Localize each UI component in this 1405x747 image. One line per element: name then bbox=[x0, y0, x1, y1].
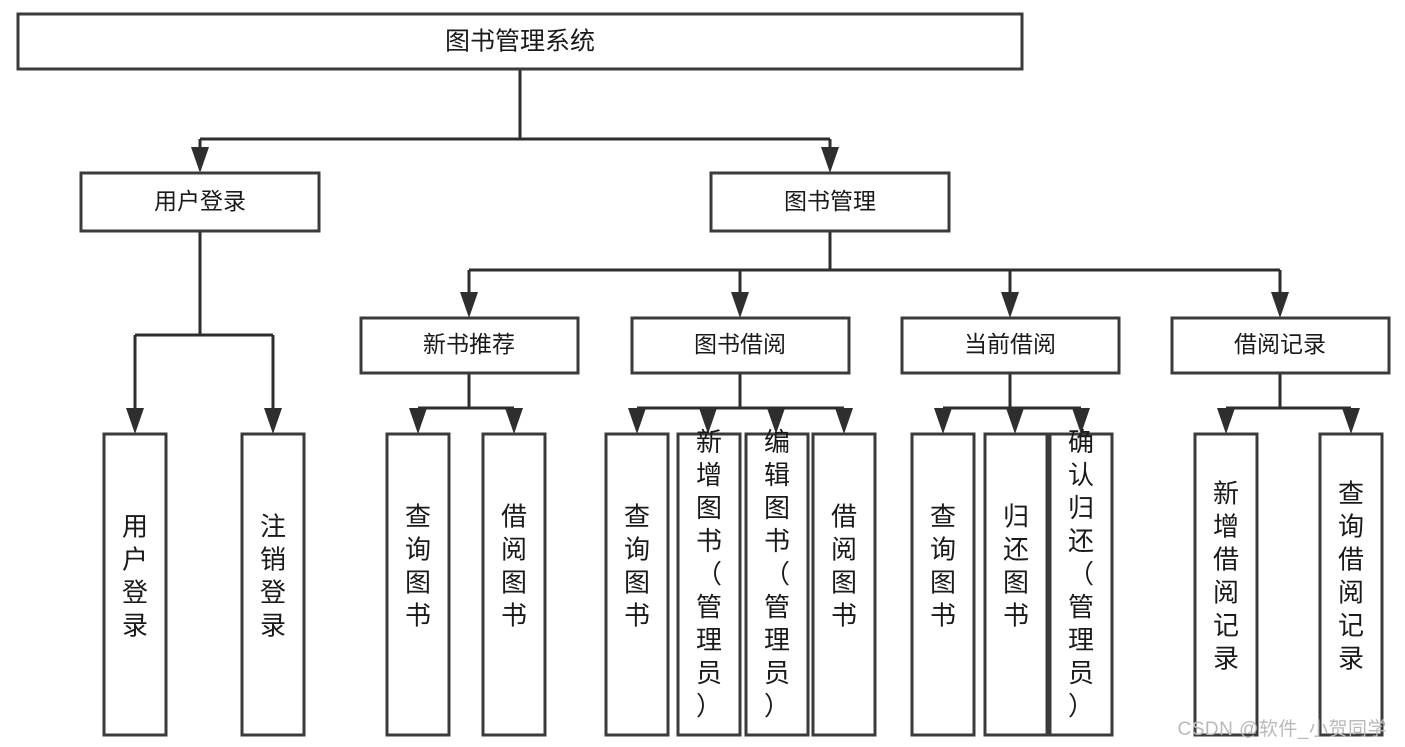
node-new-book-rec[interactable]: 新书推荐 bbox=[359, 316, 580, 375]
node-book-borrow[interactable]: 图书借阅 bbox=[630, 316, 851, 375]
node-leaf-confirm-return-box bbox=[1048, 432, 1114, 737]
node-leaf-query-record-label: 查询借阅记录 bbox=[1338, 479, 1364, 674]
node-leaf-add-record-box bbox=[1193, 432, 1259, 737]
arrowhead-to-leaf-query-record bbox=[1342, 408, 1360, 434]
node-leaf-user-login[interactable]: 用户登录 bbox=[102, 432, 168, 737]
node-leaf-return-book-label: 归还图书 bbox=[1003, 502, 1029, 631]
node-root-label: 图书管理系统 bbox=[445, 28, 595, 56]
node-leaf-query-book-2-label: 查询图书 bbox=[624, 502, 650, 631]
arrowhead-to-current-borrow bbox=[1001, 292, 1019, 318]
node-leaf-borrow-book-2-label: 借阅图书 bbox=[831, 502, 857, 631]
node-root[interactable]: 图书管理系统 bbox=[16, 12, 1024, 71]
node-leaf-query-book-2-box bbox=[604, 432, 670, 737]
node-leaf-query-record[interactable]: 查询借阅记录 bbox=[1318, 432, 1384, 737]
node-book-borrow-box bbox=[630, 316, 851, 375]
node-user-login-box bbox=[79, 171, 321, 233]
node-book-manage-label: 图书管理 bbox=[784, 188, 876, 214]
edge-currentborrow-bus bbox=[941, 373, 1083, 414]
node-leaf-edit-book-box bbox=[744, 432, 810, 737]
node-leaf-edit-book-label: 编辑图书（管理员） bbox=[764, 427, 790, 721]
node-leaf-add-book-label: 新增图书（管理员） bbox=[696, 427, 722, 721]
node-leaf-query-book-1[interactable]: 查询图书 bbox=[385, 432, 451, 737]
edge-root-bus bbox=[198, 69, 832, 160]
node-leaf-query-book-1-box bbox=[385, 432, 451, 737]
node-leaf-return-book-box bbox=[983, 432, 1049, 737]
node-user-login[interactable]: 用户登录 bbox=[79, 171, 321, 233]
arrowhead-to-leaf-query-book-1 bbox=[409, 408, 427, 434]
node-leaf-query-book-2[interactable]: 查询图书 bbox=[604, 432, 670, 737]
node-leaf-confirm-return-label: 确认归还（管理员） bbox=[1068, 427, 1094, 721]
node-current-borrow[interactable]: 当前借阅 bbox=[900, 316, 1121, 375]
node-borrow-record-box bbox=[1170, 316, 1391, 375]
node-leaf-edit-book[interactable]: 编辑图书（管理员） bbox=[744, 427, 810, 737]
node-leaf-borrow-book-1-label: 借阅图书 bbox=[501, 502, 527, 631]
node-leaf-add-record-label: 新增借阅记录 bbox=[1213, 479, 1239, 674]
node-current-borrow-label: 当前借阅 bbox=[964, 331, 1056, 357]
edge-newbookrec-bus bbox=[416, 373, 516, 414]
node-leaf-query-book-1-label: 查询图书 bbox=[405, 502, 431, 631]
arrowhead-to-leaf-query-book-2 bbox=[628, 408, 646, 434]
node-borrow-record[interactable]: 借阅记录 bbox=[1170, 316, 1391, 375]
arrowhead-to-leaf-add-book bbox=[699, 408, 717, 434]
node-leaf-logout-label: 注销登录 bbox=[260, 512, 286, 641]
arrowhead-to-leaf-borrow-book-1 bbox=[505, 408, 523, 434]
arrowhead-to-leaf-query-book-3 bbox=[934, 408, 952, 434]
node-leaf-borrow-book-2-box bbox=[811, 432, 877, 737]
arrowhead-to-leaf-borrow-book-2 bbox=[835, 408, 853, 434]
node-leaf-query-book-3-label: 查询图书 bbox=[930, 502, 956, 631]
node-leaf-user-login-box bbox=[102, 432, 168, 737]
node-new-book-rec-label: 新书推荐 bbox=[423, 331, 515, 357]
node-book-manage[interactable]: 图书管理 bbox=[709, 171, 951, 233]
edge-userlogin-bus bbox=[133, 231, 275, 412]
node-leaf-query-book-3-box bbox=[910, 432, 976, 737]
node-leaf-user-login-label: 用户登录 bbox=[122, 512, 148, 641]
arrowhead-to-leaf-edit-book bbox=[767, 408, 785, 434]
node-leaf-return-book[interactable]: 归还图书 bbox=[983, 432, 1049, 737]
node-user-login-label: 用户登录 bbox=[154, 188, 246, 214]
node-leaf-add-book[interactable]: 新增图书（管理员） bbox=[676, 427, 742, 737]
arrowhead-to-leaf-add-record bbox=[1217, 408, 1235, 434]
arrowhead-to-leaf-logout bbox=[264, 408, 282, 434]
arrowhead-to-leaf-confirm-return bbox=[1072, 408, 1090, 434]
node-leaf-add-record[interactable]: 新增借阅记录 bbox=[1193, 432, 1259, 737]
node-leaf-borrow-book-1-box bbox=[481, 432, 547, 737]
node-leaf-add-book-box bbox=[676, 432, 742, 737]
node-borrow-record-label: 借阅记录 bbox=[1234, 331, 1326, 357]
node-leaf-logout[interactable]: 注销登录 bbox=[240, 432, 306, 737]
node-leaf-query-record-box bbox=[1318, 432, 1384, 737]
csdn-watermark: CSDN @软件_小贺同学 bbox=[1177, 719, 1387, 740]
edge-borrowrecord-bus bbox=[1224, 373, 1353, 414]
node-leaf-borrow-book-1[interactable]: 借阅图书 bbox=[481, 432, 547, 737]
arrowhead-to-leaf-return-book bbox=[1006, 408, 1024, 434]
node-leaf-confirm-return[interactable]: 确认归还（管理员） bbox=[1048, 427, 1114, 737]
arrowhead-to-borrow-record bbox=[1271, 292, 1289, 318]
node-leaf-query-book-3[interactable]: 查询图书 bbox=[910, 432, 976, 737]
arrowhead-to-book-manage bbox=[821, 147, 839, 173]
arrowhead-to-user-login bbox=[191, 147, 209, 173]
connectors bbox=[126, 69, 1360, 434]
arrowhead-to-new-book-rec bbox=[460, 292, 478, 318]
node-root-box bbox=[16, 12, 1024, 71]
node-book-borrow-label: 图书借阅 bbox=[694, 331, 786, 357]
node-book-manage-box bbox=[709, 171, 951, 233]
node-new-book-rec-box bbox=[359, 316, 580, 375]
edge-bookmanage-bus bbox=[467, 231, 1282, 296]
leaf-nodes: 用户登录 注销登录 查询图书 借阅图书 查询图书 新增图书（管理员） 编辑图书（… bbox=[102, 427, 1384, 737]
edge-bookborrow-bus bbox=[635, 373, 846, 414]
node-current-borrow-box bbox=[900, 316, 1121, 375]
node-leaf-logout-box bbox=[240, 432, 306, 737]
arrowhead-to-book-borrow bbox=[731, 292, 749, 318]
node-leaf-borrow-book-2[interactable]: 借阅图书 bbox=[811, 432, 877, 737]
arrowhead-to-leaf-user-login bbox=[126, 408, 144, 434]
